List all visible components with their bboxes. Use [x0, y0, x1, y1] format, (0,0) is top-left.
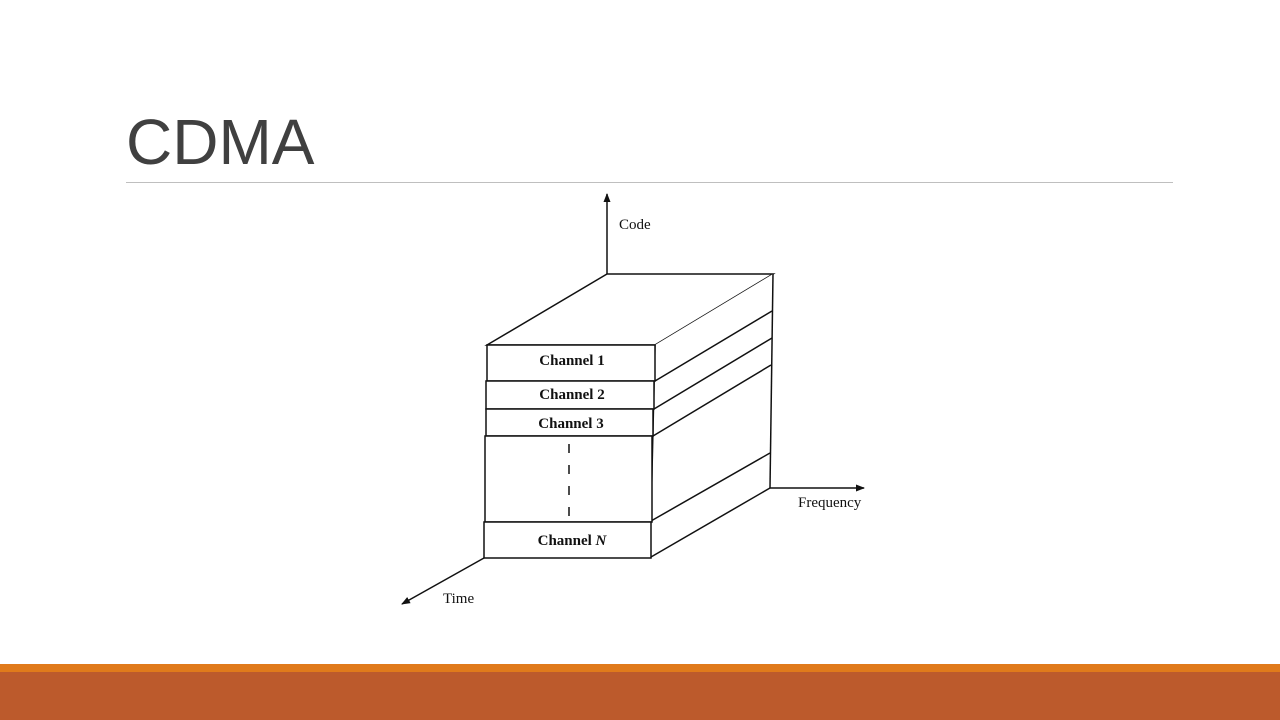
footer-accent-strip	[0, 664, 1280, 672]
channel-label-n: Channel N	[538, 533, 608, 549]
channel-label-1: Channel 1	[539, 353, 604, 369]
channel-label-n-prefix: Channel	[538, 533, 596, 549]
right-divider-1	[654, 310, 773, 382]
right-divider-4	[650, 452, 771, 522]
footer-band	[0, 672, 1280, 720]
channel-row-n	[483, 521, 652, 559]
frequency-axis-label: Frequency	[798, 495, 862, 511]
channel-row-3	[485, 408, 654, 437]
right-divider-3	[652, 364, 772, 437]
slide-title: CDMA	[126, 106, 315, 178]
right-divider-2	[653, 337, 773, 410]
title-divider	[126, 182, 1173, 183]
channel-label-2: Channel 2	[539, 387, 604, 403]
channel-label-n-index: N	[595, 533, 608, 549]
channel-label-3: Channel 3	[538, 416, 603, 432]
time-axis	[401, 557, 485, 605]
channel-row-1	[486, 344, 656, 382]
time-axis-label: Time	[443, 591, 474, 607]
block-right-face	[650, 274, 773, 557]
code-axis-label: Code	[619, 217, 651, 233]
